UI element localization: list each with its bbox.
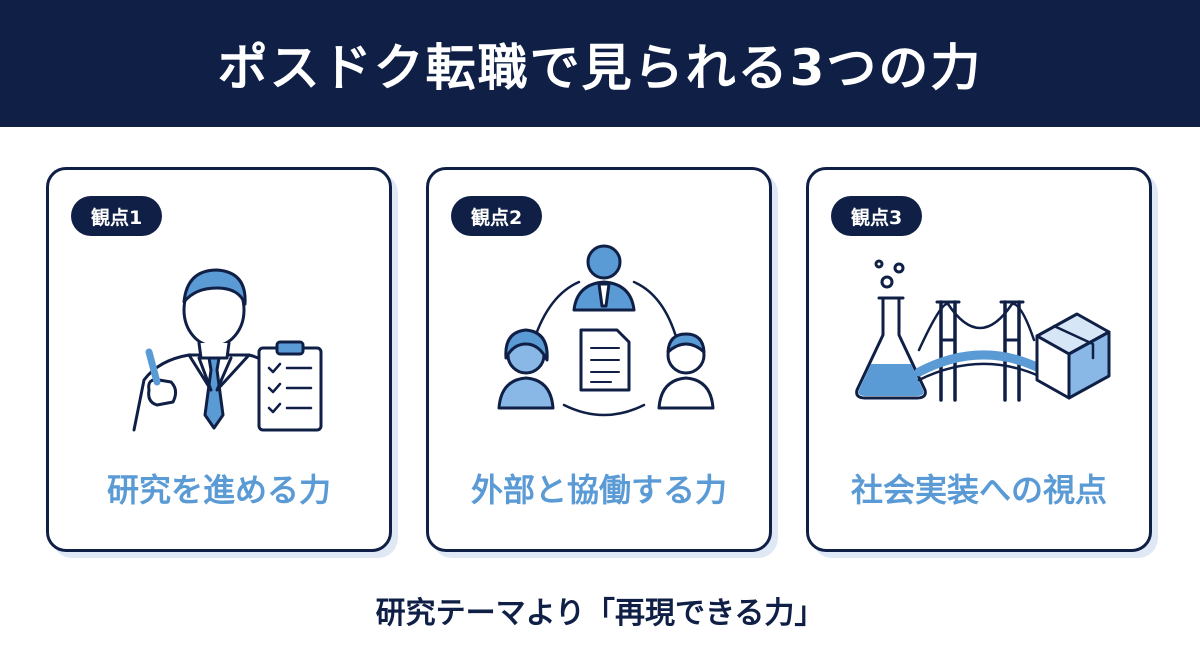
card-collaboration: 観点2 外部と協働する力 xyxy=(426,167,772,552)
card-badge: 観点1 xyxy=(71,196,163,236)
card-research: 観点1 研究を進める力 xyxy=(46,167,392,552)
header-banner: ポスドク転職で見られる3つの力 xyxy=(0,0,1200,127)
card-label: 研究を進める力 xyxy=(106,471,331,509)
page-title: ポスドク転職で見られる3つの力 xyxy=(217,38,983,97)
flask-bridge-box-icon xyxy=(855,259,1111,402)
team-collaboration-icon xyxy=(497,244,715,417)
researcher-clipboard-icon xyxy=(132,268,323,432)
card-label: 社会実装への視点 xyxy=(850,471,1107,509)
footer-caption: 研究テーマより「再現できる力」 xyxy=(375,596,825,631)
card-social-implementation: 観点3 社会実装への視点 xyxy=(806,167,1152,552)
card-label: 外部と協働する力 xyxy=(470,471,727,509)
card-badge: 観点3 xyxy=(831,196,923,236)
card-badge: 観点2 xyxy=(451,196,543,236)
